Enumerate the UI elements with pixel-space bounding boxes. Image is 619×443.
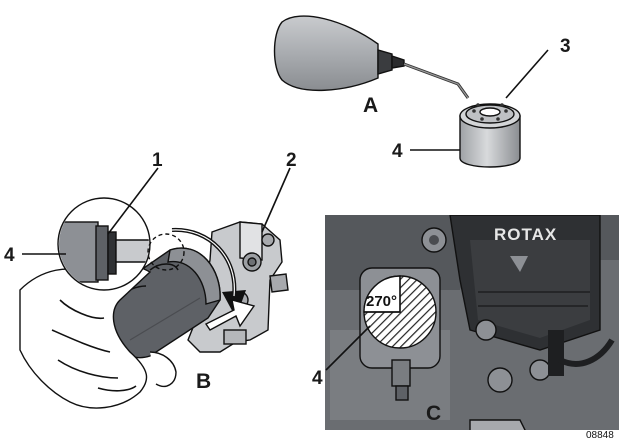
panel-c-illustration: [325, 215, 619, 430]
bottle-spout: [403, 62, 470, 99]
callout-labels: 3 4 1 2 4 4: [4, 36, 571, 389]
seal-detail-magnifier: [57, 197, 151, 291]
engine-brand-logo: ROTAX: [494, 225, 557, 244]
callout-4-left: 4: [4, 245, 15, 266]
panel-label-a: A: [363, 94, 378, 117]
oil-filter-on-engine: [359, 267, 441, 401]
rotation-angle-label: 270°: [366, 293, 397, 310]
oil-bottle: [273, 15, 405, 92]
oil-filter-housing: [187, 221, 289, 353]
callout-4-engine: 4: [312, 368, 323, 389]
panel-label-b: B: [196, 370, 211, 393]
panel-labels: A B C: [196, 94, 441, 425]
oil-filter-new: [459, 103, 521, 168]
callout-2: 2: [286, 150, 297, 171]
callout-3: 3: [560, 36, 571, 57]
hand: [19, 263, 179, 409]
panel-b-illustration: [19, 197, 289, 409]
panel-label-c: C: [426, 402, 441, 425]
callout-1: 1: [152, 150, 163, 171]
seal-location-marker: [147, 233, 185, 271]
push-direction-arrow: [204, 299, 256, 331]
callout-4-top: 4: [392, 141, 403, 162]
leader-lines: [22, 49, 549, 371]
panel-a-illustration: [273, 15, 521, 168]
figure-reference-number: 08848: [586, 430, 614, 441]
